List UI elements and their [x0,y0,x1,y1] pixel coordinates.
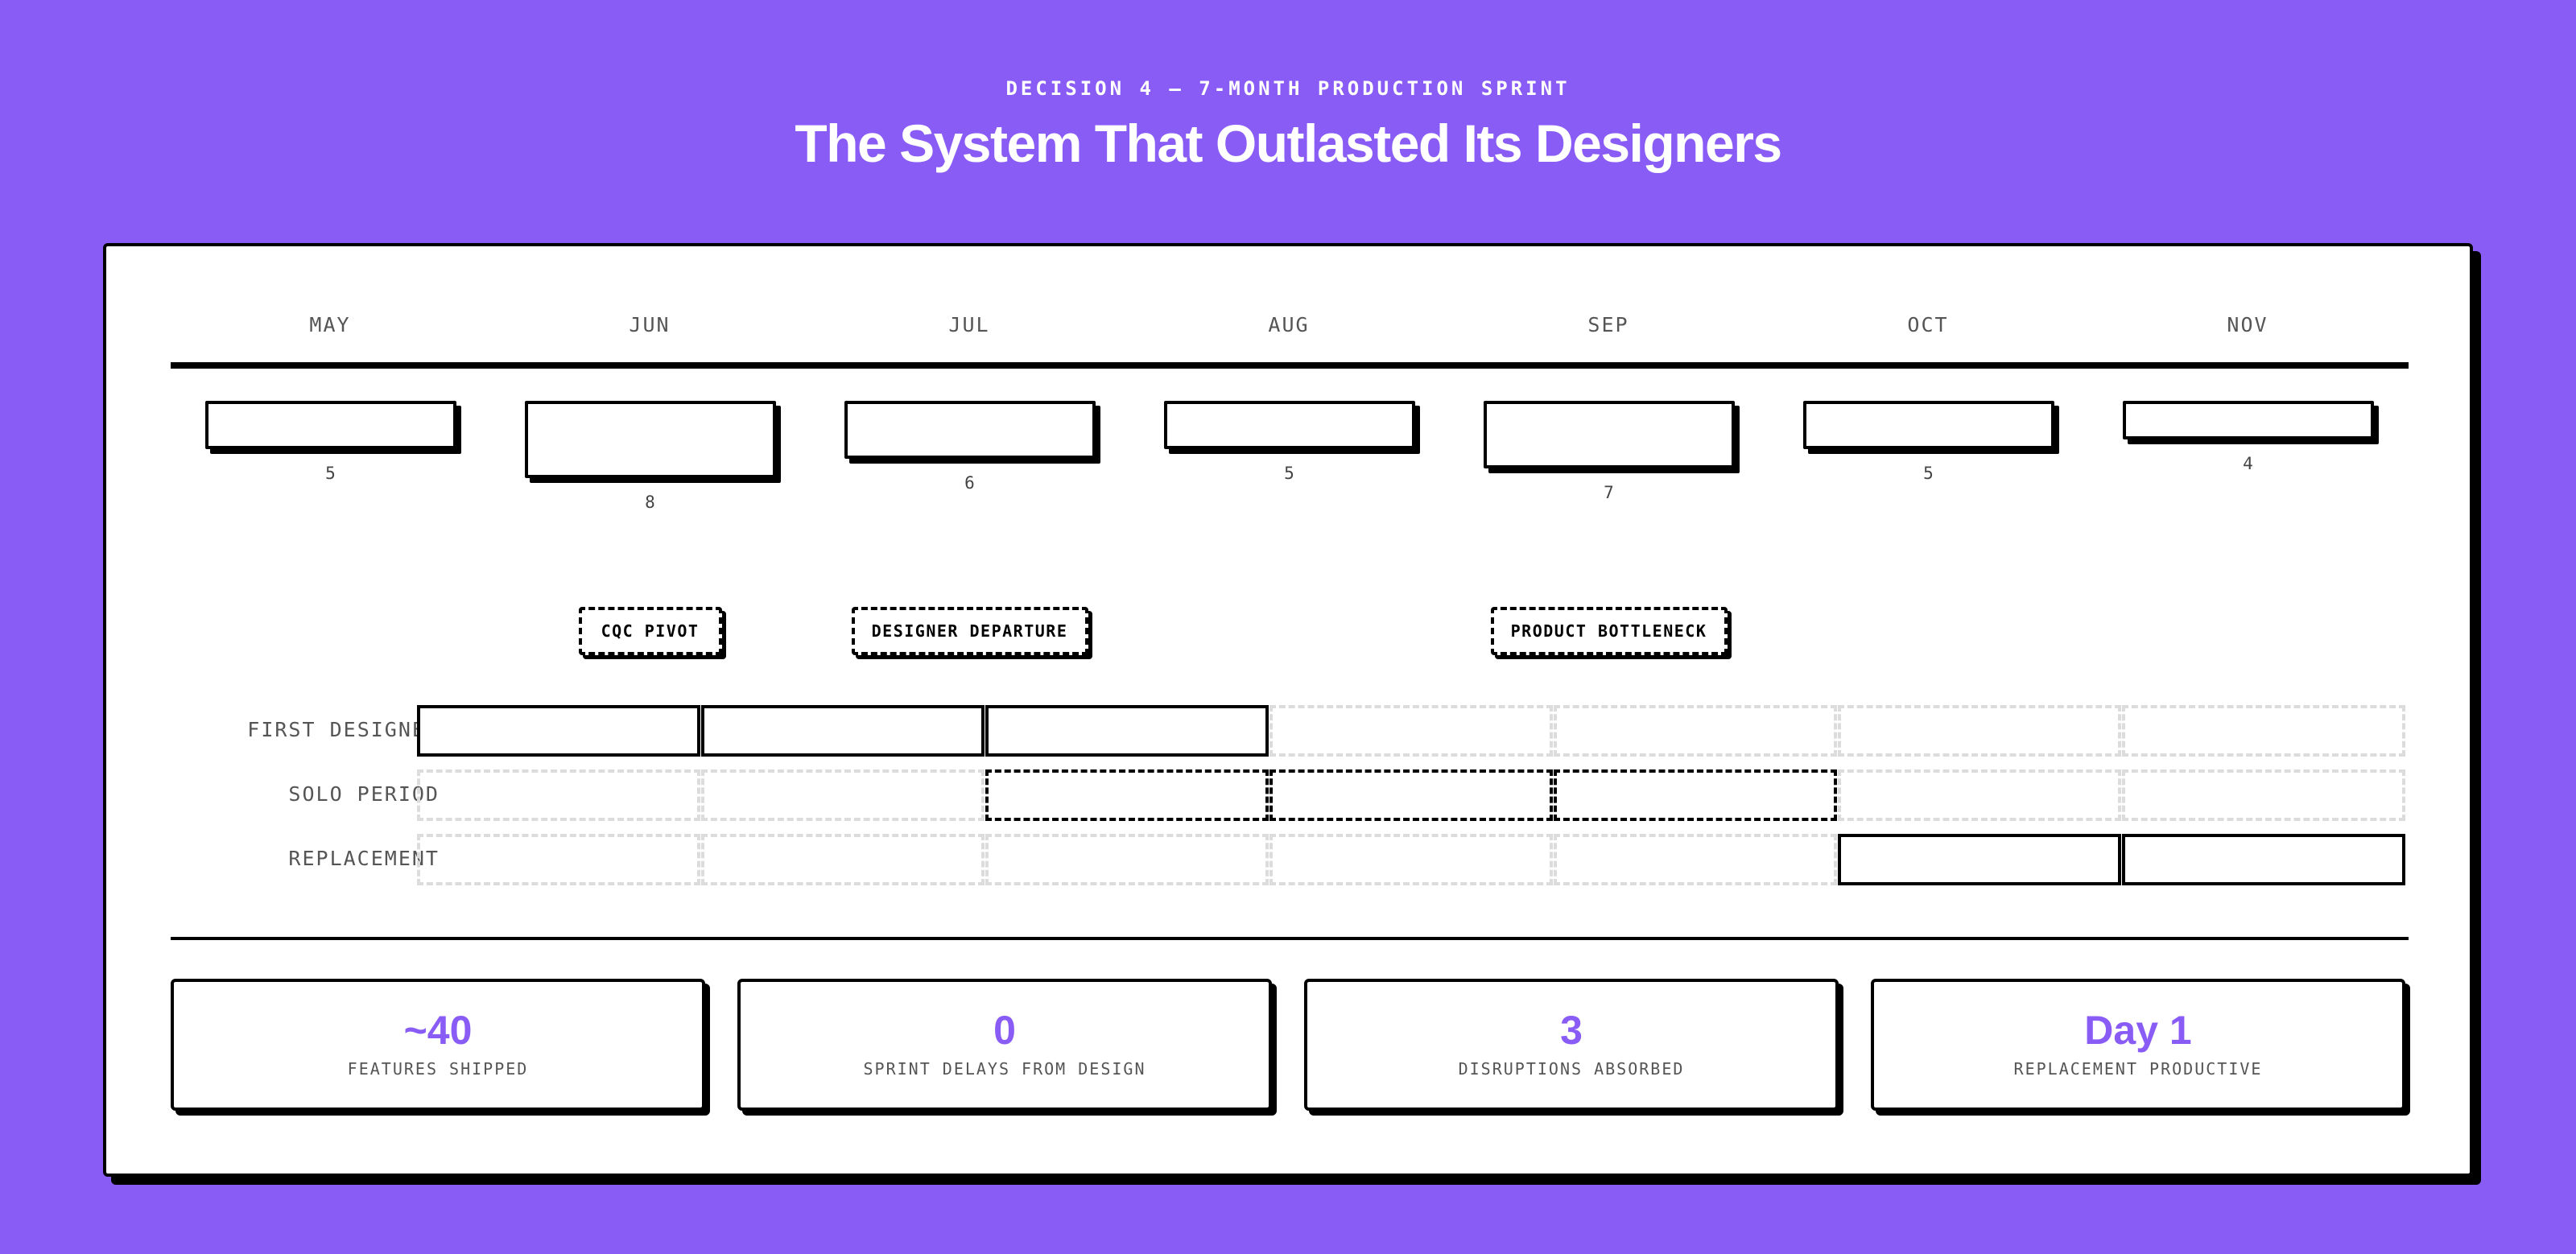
timeline-cell-may [417,769,700,821]
month-label-jul: JUL [948,313,990,336]
month-label-jun: JUN [629,313,671,336]
timeline-cell-aug [1269,834,1553,885]
volume-value-label: 5 [1923,464,1934,483]
timeline-card: MAY JUN JUL AUG SEP OCT NOV 5 8 6 5 7 5 4 CQC PIVOT D… [103,243,2473,1177]
volume-bar-nov [2122,401,2374,439]
timeline-cell-jul [985,705,1269,757]
event-marker-product-bottleneck: PRODUCT BOTTLENECK [1490,607,1728,655]
timeline-cell-oct [1838,705,2121,757]
volume-value-label: 8 [645,493,655,512]
timeline-cell-may [417,834,700,885]
timeline-row-label: SOLO PERIOD [288,782,440,806]
timeline-cell-sep [1554,769,1837,821]
stat-card-disruptions: 3 DISRUPTIONS ABSORBED [1304,979,1839,1111]
volume-value-label: 5 [1284,464,1294,483]
stat-card-delays: 0 SPRINT DELAYS FROM DESIGN [737,979,1272,1111]
volume-bar-sep [1483,401,1735,468]
timeline-cell-may [417,705,700,757]
stat-label: DISRUPTIONS ABSORBED [1458,1059,1685,1079]
volume-bar-jul [844,401,1096,459]
month-label-may: MAY [309,313,351,336]
timeline-cell-nov [2122,834,2405,885]
stat-label: SPRINT DELAYS FROM DESIGN [863,1059,1146,1079]
timeline-cell-jun [701,705,985,757]
month-label-sep: SEP [1587,313,1629,336]
timeline-cell-oct [1838,769,2121,821]
volume-bar-oct [1802,401,2054,449]
stat-label: REPLACEMENT PRODUCTIVE [2013,1059,2263,1079]
timeline-cell-aug [1269,705,1553,757]
timeline-row-label: REPLACEMENT [288,847,440,870]
volume-value-label: 6 [964,473,975,493]
stat-value: Day 1 [2084,1008,2192,1053]
eyebrow-heading: DECISION 4 — 7-MONTH PRODUCTION SPRINT [1005,77,1571,100]
axis-divider [171,362,2409,369]
volume-bar-aug [1163,401,1415,449]
volume-bar-may [204,401,456,449]
month-label-oct: OCT [1907,313,1949,336]
volume-value-label: 7 [1604,483,1614,502]
timeline-cell-sep [1554,705,1837,757]
volume-bar-jun [524,401,776,478]
timeline-cell-nov [2122,769,2405,821]
month-label-aug: AUG [1268,313,1310,336]
timeline-cell-jun [701,834,985,885]
stat-value: ~40 [403,1008,473,1053]
timeline-cell-jul [985,834,1269,885]
stat-card-replacement: Day 1 REPLACEMENT PRODUCTIVE [1871,979,2405,1111]
stat-label: FEATURES SHIPPED [347,1059,529,1079]
timeline-cell-aug [1269,769,1553,821]
timeline-row-label: FIRST DESIGNER [247,718,440,741]
timeline-cell-oct [1838,834,2121,885]
event-marker-designer-departure: DESIGNER DEPARTURE [851,607,1088,655]
month-label-nov: NOV [2227,313,2268,336]
stat-value: 3 [1560,1008,1583,1053]
stat-card-features: ~40 FEATURES SHIPPED [171,979,705,1111]
timeline-cell-nov [2122,705,2405,757]
volume-value-label: 4 [2243,454,2253,473]
event-marker-cqc-pivot: CQC PIVOT [578,607,722,655]
page-title: The System That Outlasted Its Designers [795,113,1782,173]
timeline-cell-jun [701,769,985,821]
timeline-cell-sep [1554,834,1837,885]
volume-value-label: 5 [325,464,336,483]
timeline-cell-jul [985,769,1269,821]
section-divider [171,937,2409,940]
stat-value: 0 [993,1008,1016,1053]
